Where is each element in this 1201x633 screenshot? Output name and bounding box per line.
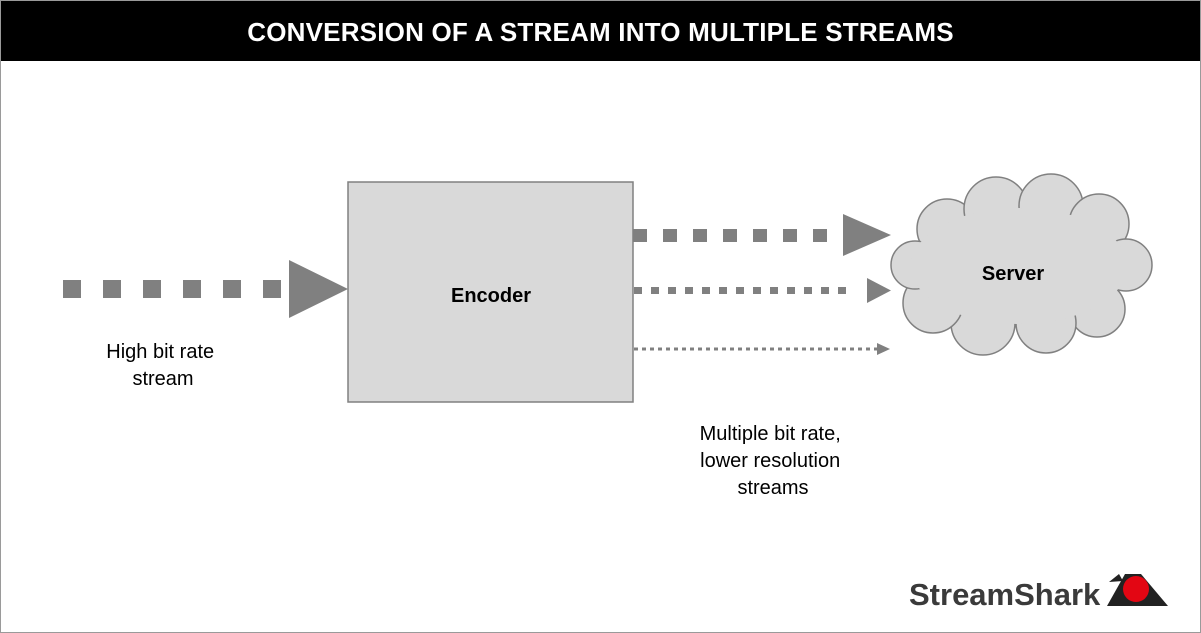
- logo-text: StreamShark: [909, 577, 1101, 612]
- streamshark-logo: StreamShark: [909, 574, 1168, 612]
- server-cloud: Server: [890, 173, 1153, 356]
- encoder-box: Encoder: [347, 181, 634, 403]
- input-stream-label: High bit rate stream: [106, 341, 219, 390]
- output-streams-label: Multiple bit rate, lower resolution stre…: [700, 423, 847, 499]
- output-stream-arrow-medium: [634, 278, 891, 303]
- logo-mark-icon: [1107, 574, 1168, 606]
- server-label: Server: [982, 263, 1044, 285]
- encoder-label: Encoder: [451, 285, 531, 307]
- output-stream-arrow-high: [633, 214, 891, 256]
- input-stream-arrow: [63, 260, 348, 318]
- output-stream-arrow-low: [634, 343, 890, 355]
- page-title: CONVERSION OF A STREAM INTO MULTIPLE STR…: [1, 1, 1200, 61]
